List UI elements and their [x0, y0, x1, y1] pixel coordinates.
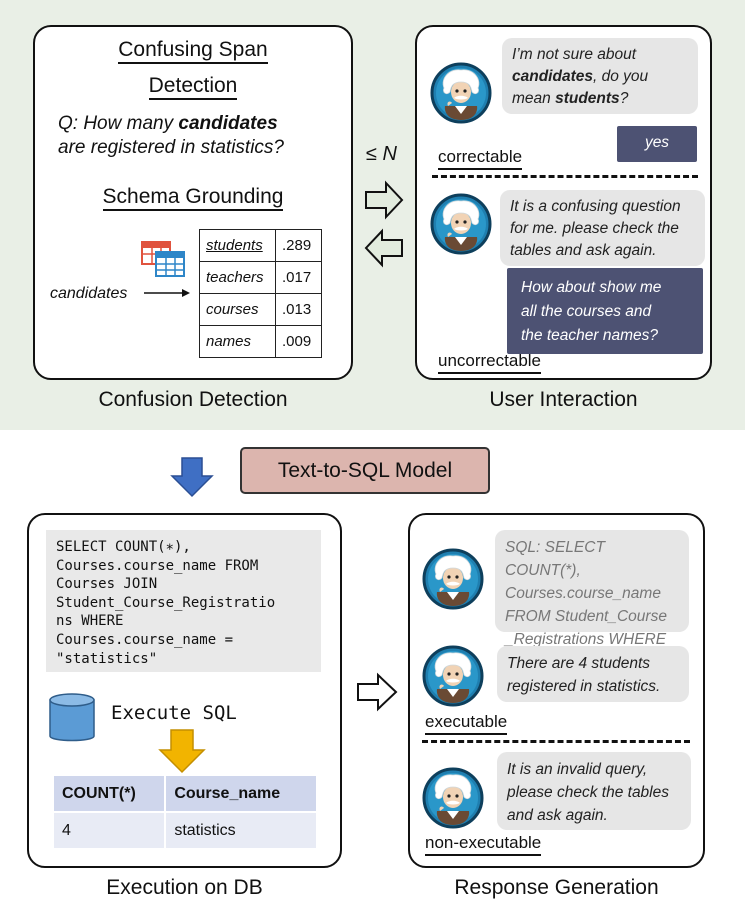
result-column-header: COUNT(*) [54, 776, 166, 812]
score-word: courses [199, 293, 276, 326]
score-row: names .009 [199, 325, 322, 358]
einstein-avatar-icon [422, 767, 484, 829]
score-value: .013 [275, 293, 322, 326]
score-word: teachers [199, 261, 276, 294]
executable-label: executable [425, 712, 508, 735]
uncorrectable-label: uncorrectable [438, 351, 542, 374]
execute-sql-label: Execute SQL [111, 702, 237, 724]
dashed-divider [422, 740, 690, 743]
table-icon [141, 241, 185, 277]
score-row: teachers .017 [199, 261, 322, 294]
score-row: students .289 [199, 229, 322, 262]
answer-bubble: There are 4 students registered in stati… [497, 646, 689, 702]
confusing-span-title-line2: Detection [33, 74, 353, 100]
question-text: Q: How many candidates are registered in… [58, 113, 284, 158]
confusion-detection-caption: Confusion Detection [98, 388, 288, 411]
down-arrow-icon [170, 457, 214, 498]
dashed-divider [432, 175, 698, 178]
sql-line: Courses JOIN [56, 576, 158, 593]
result-table: COUNT(*) Course_name 4 statistics [54, 776, 316, 848]
score-row: courses .013 [199, 293, 322, 326]
clarification-bubble: I’m not sure about candidates, do you me… [502, 38, 698, 114]
table-row: 4 statistics [54, 811, 316, 848]
correctable-label: correctable [438, 147, 523, 170]
score-word: students [199, 229, 276, 262]
execution-caption: Execution on DB [106, 876, 263, 899]
right-arrow-icon [365, 180, 404, 220]
sql-response-bubble: SQL: SELECT COUNT(*), Courses.course_nam… [495, 530, 689, 671]
score-value: .009 [275, 325, 322, 358]
einstein-avatar-icon [430, 193, 492, 255]
einstein-avatar-icon [422, 645, 484, 707]
text-to-sql-model-box: Text-to-SQL Model [240, 447, 490, 494]
result-cell: 4 [54, 811, 166, 848]
sql-line: Student_Course_Registratio [56, 594, 276, 611]
sql-line: SELECT COUNT(∗), [56, 539, 191, 555]
response-generation-caption: Response Generation [454, 876, 659, 899]
score-value: .289 [275, 229, 322, 262]
sql-code-box: SELECT COUNT(∗), Courses.course_name FRO… [46, 530, 321, 672]
candidate-word: candidates [50, 285, 128, 302]
down-arrow-icon [158, 729, 206, 774]
schema-grounding-title: Schema Grounding [33, 185, 353, 211]
score-table: students .289 teachers .017 courses .013… [199, 229, 322, 358]
sql-line: Courses.course_name FROM [56, 557, 259, 574]
einstein-avatar-icon [430, 62, 492, 124]
user-interaction-caption: User Interaction [489, 388, 638, 411]
score-value: .017 [275, 261, 322, 294]
sql-line: ns WHERE [56, 613, 124, 630]
result-column-header: Course_name [164, 776, 316, 812]
invalid-query-bubble: It is an invalid query, please check the… [497, 752, 691, 830]
loop-label: ≤ N [366, 143, 397, 165]
sql-line: "statistics" [56, 650, 158, 667]
right-arrow-icon [357, 672, 398, 712]
non-executable-label: non-executable [425, 833, 542, 856]
user-reply-rephrase: How about show me all the courses and th… [507, 268, 703, 354]
sql-line: Courses.course_name = [56, 631, 234, 648]
result-header-row: COUNT(*) Course_name [54, 776, 316, 812]
user-reply-yes: yes [617, 126, 697, 162]
candidate-arrow [144, 289, 190, 297]
left-arrow-icon [364, 228, 403, 268]
confusing-span-title-line1: Confusing Span [33, 38, 353, 64]
database-icon [49, 693, 95, 742]
result-cell: statistics [164, 811, 316, 848]
score-word: names [199, 325, 276, 358]
confusing-question-bubble: It is a confusing question for me. pleas… [500, 190, 705, 266]
einstein-avatar-icon [422, 548, 484, 610]
